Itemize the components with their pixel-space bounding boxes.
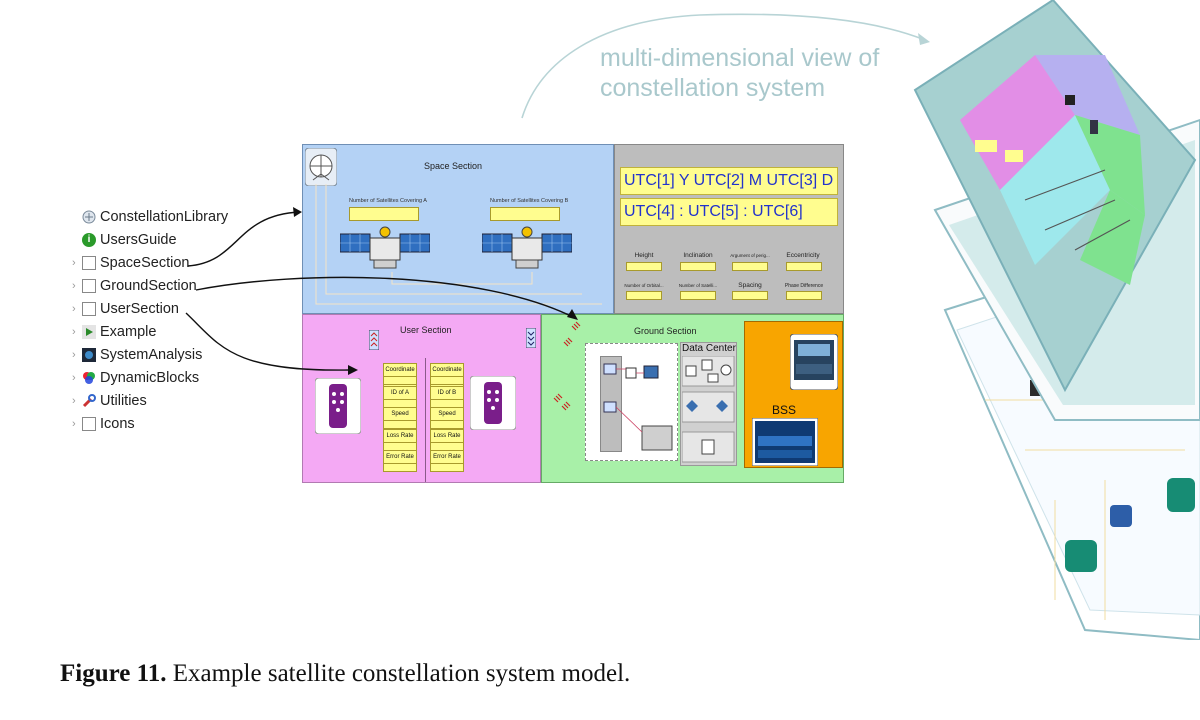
data-center-components: [682, 356, 735, 463]
space-section[interactable]: [302, 144, 614, 314]
server-image: [752, 418, 818, 466]
speed-b-field: [430, 420, 464, 429]
param-argument-field: [732, 262, 768, 271]
tree-item-space-section[interactable]: › SpaceSection: [72, 251, 272, 274]
param-height-label: Height: [634, 252, 654, 259]
utc-date-display: UTC[1] Y UTC[2] M UTC[3] D: [620, 167, 838, 195]
control-room-image: [790, 334, 838, 390]
antenna-icon: [369, 330, 379, 350]
param-spacing-field: [732, 291, 768, 300]
error-rate-a-field: [383, 463, 417, 472]
covering-a-label: Number of Satellites Covering A: [349, 198, 427, 204]
user-terminal-a-icon[interactable]: [315, 378, 361, 434]
tree-item-user-section[interactable]: › UserSection: [72, 297, 272, 320]
coordinate-a-field: [383, 376, 417, 385]
figure-caption-text: Example satellite constellation system m…: [172, 660, 631, 687]
tree-item-label: SpaceSection: [100, 254, 190, 271]
param-eccentricity-label: Eccentricity: [786, 252, 820, 259]
annotation-line-1: multi-dimensional view of: [600, 44, 880, 72]
param-phase-label: Phase Difference: [784, 283, 824, 289]
param-height-field: [626, 262, 662, 271]
antenna-icon: [526, 328, 536, 348]
space-section-title: Space Section: [424, 161, 483, 171]
tree-item-label: SystemAnalysis: [100, 346, 203, 363]
chevron-right-icon[interactable]: ›: [72, 371, 76, 384]
param-satellites-label: Number of Satelli...: [678, 283, 718, 288]
package-icon: [82, 416, 96, 431]
error-rate-b-field: [430, 463, 464, 472]
chevron-right-icon[interactable]: ›: [72, 325, 76, 338]
library-tree: ConstellationLibrary i UsersGuide › Spac…: [72, 205, 272, 435]
ground-section-title: Ground Section: [634, 326, 697, 336]
tree-item-label: GroundSection: [100, 277, 197, 294]
param-inclination-label: Inclination: [683, 252, 713, 259]
param-satellites-field: [680, 291, 716, 300]
tree-item-label: ConstellationLibrary: [100, 208, 229, 225]
satellite-dish-icon: [305, 148, 337, 186]
chevron-right-icon[interactable]: ›: [72, 256, 76, 269]
layer-top: [913, 0, 1197, 393]
tree-item-utilities[interactable]: › Utilities: [72, 389, 272, 412]
tree-item-constellation-library[interactable]: ConstellationLibrary: [72, 205, 272, 228]
package-icon: [82, 301, 96, 316]
bss-label: BSS: [772, 403, 797, 417]
user-section-title: User Section: [400, 325, 452, 335]
covering-a-field: [349, 207, 419, 221]
chevron-right-icon[interactable]: ›: [72, 279, 76, 292]
tree-item-ground-section[interactable]: › GroundSection: [72, 274, 272, 297]
tree-item-label: DynamicBlocks: [100, 369, 200, 386]
speed-a-field: [383, 420, 417, 429]
package-icon: [82, 278, 96, 293]
data-center-label: Data Center: [682, 343, 736, 354]
param-argument-label: Argument of perig...: [730, 253, 770, 258]
param-orbital-planes-label: Number of Orbital...: [624, 283, 664, 288]
annotation-line-2: constellation system: [600, 74, 826, 102]
package-icon: [82, 255, 96, 270]
param-phase-field: [786, 291, 822, 300]
chevron-right-icon[interactable]: ›: [72, 417, 76, 430]
tree-item-label: Example: [100, 323, 157, 340]
satellite-b-icon[interactable]: [482, 222, 572, 272]
tree-item-label: UsersGuide: [100, 231, 177, 248]
covering-b-field: [490, 207, 560, 221]
utc-time-display: UTC[4] : UTC[5] : UTC[6]: [620, 198, 838, 226]
chevron-right-icon[interactable]: ›: [72, 302, 76, 315]
tree-item-system-analysis[interactable]: › SystemAnalysis: [72, 343, 272, 366]
covering-b-label: Number of Satellites Covering B: [490, 198, 569, 204]
tree-item-label: Icons: [100, 415, 135, 432]
dynamic-blocks-icon: [82, 370, 96, 385]
play-icon: [82, 324, 96, 339]
ground-station-components: [603, 363, 673, 451]
figure-caption: Figure 11. Example satellite constellati…: [60, 660, 630, 688]
param-spacing-label: Spacing: [738, 282, 762, 289]
figure-label: Figure 11.: [60, 660, 167, 687]
satellite-a-icon[interactable]: [340, 222, 430, 272]
chevron-right-icon[interactable]: ›: [72, 348, 76, 361]
tree-item-icons[interactable]: › Icons: [72, 412, 272, 435]
param-eccentricity-field: [786, 262, 822, 271]
library-icon: [82, 209, 96, 224]
tree-item-label: UserSection: [100, 300, 179, 317]
tree-item-label: Utilities: [100, 392, 147, 409]
param-orbital-planes-field: [626, 291, 662, 300]
tree-item-dynamic-blocks[interactable]: › DynamicBlocks: [72, 366, 272, 389]
system-analysis-icon: [82, 347, 96, 362]
ground-antennas: [553, 321, 581, 411]
info-icon: i: [82, 232, 96, 247]
chevron-right-icon[interactable]: ›: [72, 394, 76, 407]
utilities-icon: [82, 393, 96, 408]
tree-item-users-guide[interactable]: i UsersGuide: [72, 228, 272, 251]
param-inclination-field: [680, 262, 716, 271]
tree-item-example[interactable]: › Example: [72, 320, 272, 343]
user-terminal-b-icon[interactable]: [470, 376, 516, 430]
multi-dimensional-view: [913, 0, 1200, 640]
user-divider: [425, 358, 426, 482]
coordinate-b-field: [430, 376, 464, 385]
annotation-text: multi-dimensional view of constellation …: [600, 43, 879, 103]
